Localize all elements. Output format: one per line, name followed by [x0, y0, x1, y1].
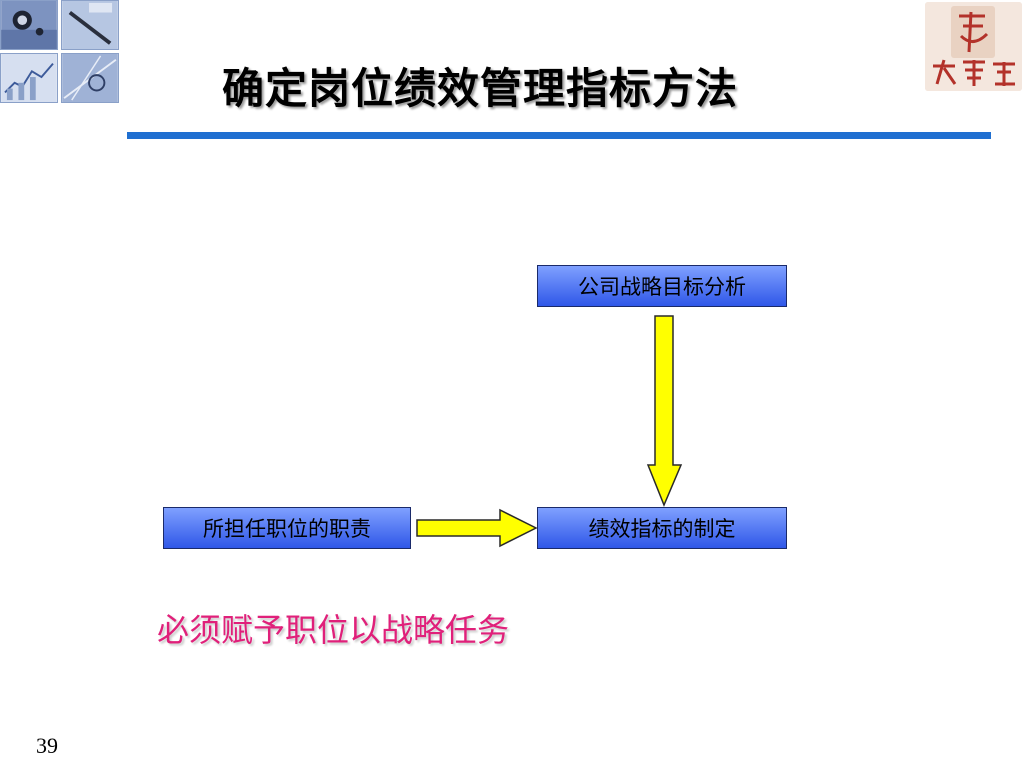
- pen-photo: [61, 0, 119, 50]
- header-photo-collage: [0, 0, 120, 103]
- conclusion-text: 必须赋予职位以战略任务: [157, 611, 510, 649]
- drafting-photo: [61, 53, 119, 103]
- node-strategy-analysis: 公司战略目标分析: [537, 265, 787, 307]
- company-logo: [925, 2, 1022, 91]
- compass-photo: [0, 0, 58, 50]
- arrow-duty-to-kpi: [416, 508, 538, 548]
- page-number: 39: [36, 733, 58, 758]
- node-kpi-definition: 绩效指标的制定: [537, 507, 787, 549]
- title-underline: [127, 132, 991, 139]
- chart-photo: [0, 53, 58, 103]
- slide-title: 确定岗位绩效管理指标方法: [222, 64, 739, 113]
- node-position-duties: 所担任职位的职责: [163, 507, 411, 549]
- arrow-strategy-to-kpi: [646, 315, 683, 507]
